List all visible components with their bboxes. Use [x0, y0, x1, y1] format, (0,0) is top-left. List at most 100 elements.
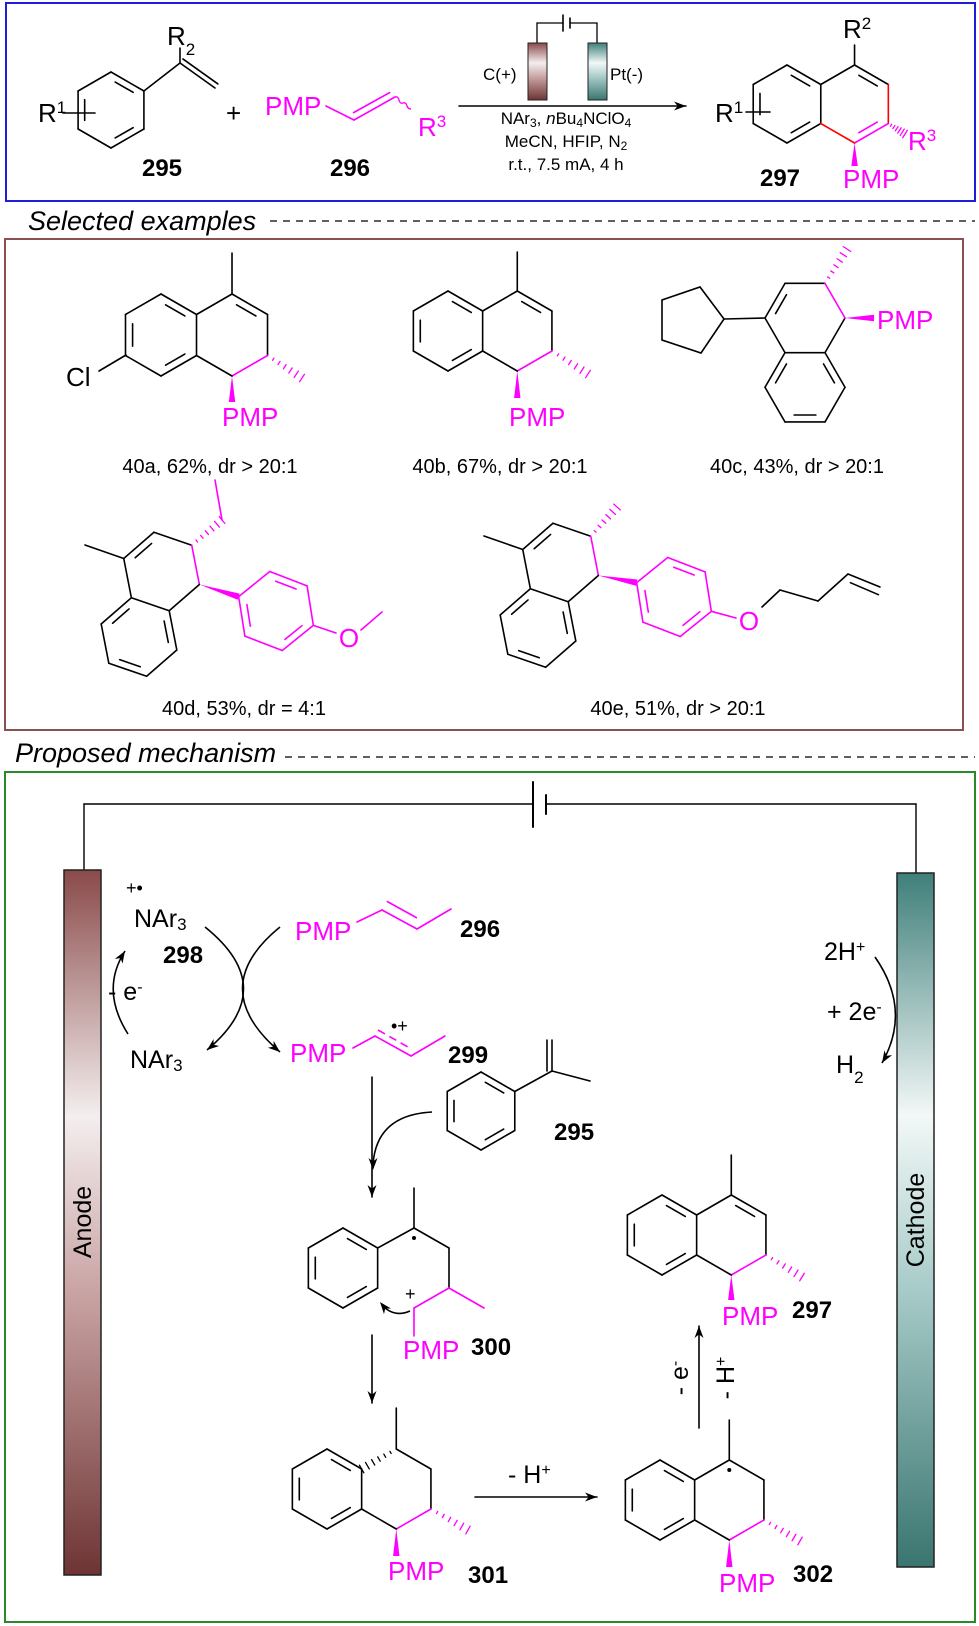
benzene-ring: [412, 290, 449, 312]
double-bond-line: [774, 363, 788, 384]
ring-bond: [153, 531, 193, 547]
hashed-bond: [562, 356, 566, 361]
phenyl-ring: [635, 581, 644, 623]
bond: [416, 908, 452, 930]
product-r1-label: R1: [715, 98, 743, 129]
benzene-ring: [626, 1194, 663, 1216]
benzene-ring: [342, 1227, 379, 1249]
ring-bond: [853, 122, 890, 144]
wedge-bond: [598, 575, 638, 586]
benzene-ring: [480, 1071, 516, 1093]
benzene-ring: [342, 1287, 379, 1309]
benzene-ring: [824, 351, 846, 389]
double-bond-line: [774, 293, 788, 315]
cathode-electrode-label: Pt(-): [610, 65, 643, 84]
hashed-bond: [839, 252, 848, 258]
double-bond-line: [520, 300, 542, 314]
benzene-ring: [499, 587, 532, 616]
compound-295-label: 295: [554, 1119, 594, 1146]
double-bond-line: [118, 658, 142, 668]
benzene-ring: [529, 587, 569, 603]
double-bond-line: [163, 620, 170, 644]
hashed-bond: [459, 1522, 465, 1531]
protons-label: 2H+: [824, 938, 865, 966]
bond: [381, 909, 418, 930]
product-pmp-label: PMP: [843, 164, 899, 194]
radical-cation-sign: +•: [126, 878, 143, 898]
double-bond-line: [164, 353, 186, 366]
ring-bond: [481, 290, 519, 312]
proposed-mechanism-title: Proposed mechanism: [15, 738, 276, 768]
benzene-ring: [145, 649, 178, 678]
ring-bond: [567, 574, 600, 603]
benzene-ring: [124, 354, 162, 377]
phenyl-ring: [281, 624, 315, 652]
phenyl-ring: [635, 556, 669, 584]
arrowhead: [585, 1492, 597, 1502]
hashed-bond: [447, 1516, 452, 1523]
benzene-ring: [544, 640, 577, 669]
ring-bond: [693, 1459, 731, 1481]
benzene-ring: [124, 293, 162, 316]
ring-bond: [695, 1254, 733, 1276]
bond: [325, 105, 355, 121]
hashed-bond: [897, 127, 902, 134]
benzene-ring: [624, 1459, 661, 1481]
compound-297-label: 297: [792, 1297, 832, 1324]
partial-double-bond: [377, 1029, 409, 1048]
platinum-cathode-electrode: [587, 42, 608, 101]
electron-loss-label: - e-: [666, 1361, 694, 1396]
double-bond-line: [346, 1237, 368, 1251]
double-bond-line: [352, 91, 391, 114]
curved-arrow: [204, 926, 245, 1051]
phenyl-ring: [679, 610, 713, 638]
benzene-ring: [446, 1129, 482, 1151]
oxygen-label: O: [739, 606, 759, 636]
compound-298-label: 298: [163, 942, 203, 969]
ring-bond: [521, 522, 554, 551]
benzene-ring: [326, 1508, 363, 1530]
hashed-bond: [597, 524, 602, 529]
double-bond-line: [114, 126, 134, 139]
double-bond-line: [330, 1458, 352, 1472]
benzene-ring: [447, 350, 484, 372]
hashed-bond: [358, 1464, 365, 1474]
hashed-bond: [383, 1453, 387, 1458]
benzene-ring: [786, 64, 822, 86]
pmp-label: PMP: [388, 1556, 444, 1586]
bond: [352, 1035, 376, 1049]
hashed-bond: [894, 125, 899, 132]
bond: [847, 573, 881, 588]
hashed-bond: [601, 519, 607, 524]
bond: [374, 1035, 412, 1057]
wedge-bond: [845, 314, 874, 322]
pmp-label: PMP: [877, 305, 933, 335]
ring-bond: [122, 557, 133, 599]
hashed-bond: [199, 534, 204, 539]
double-bond-line: [235, 304, 257, 317]
hashed-bond: [787, 1266, 793, 1273]
hashed-bond: [613, 503, 621, 511]
product-r2-label: R2: [843, 14, 871, 45]
benzene-ring: [507, 653, 547, 669]
reaction-panel: [5, 2, 976, 202]
selected-examples-title: Selected examples: [28, 206, 256, 236]
ring-bond: [231, 293, 269, 316]
caption-40d: 40d, 53%, dr = 4:1: [162, 698, 326, 720]
phenyl-ring: [237, 570, 271, 598]
mechanism-panel: [4, 771, 976, 1623]
double-bond-line: [665, 1204, 687, 1218]
double-bond-line: [663, 1517, 685, 1531]
arrowhead: [207, 1038, 220, 1050]
caption-40c: 40c, 43%, dr > 20:1: [710, 456, 884, 478]
hashed-bond: [791, 1533, 797, 1542]
arrowhead: [674, 101, 686, 111]
oxygen-label: O: [339, 623, 359, 653]
arrowhead: [694, 1326, 704, 1338]
pmp-label: PMP: [222, 402, 278, 432]
hashed-bond: [776, 1260, 780, 1265]
hashed-bond: [892, 124, 896, 130]
double-bond-line: [182, 58, 219, 85]
